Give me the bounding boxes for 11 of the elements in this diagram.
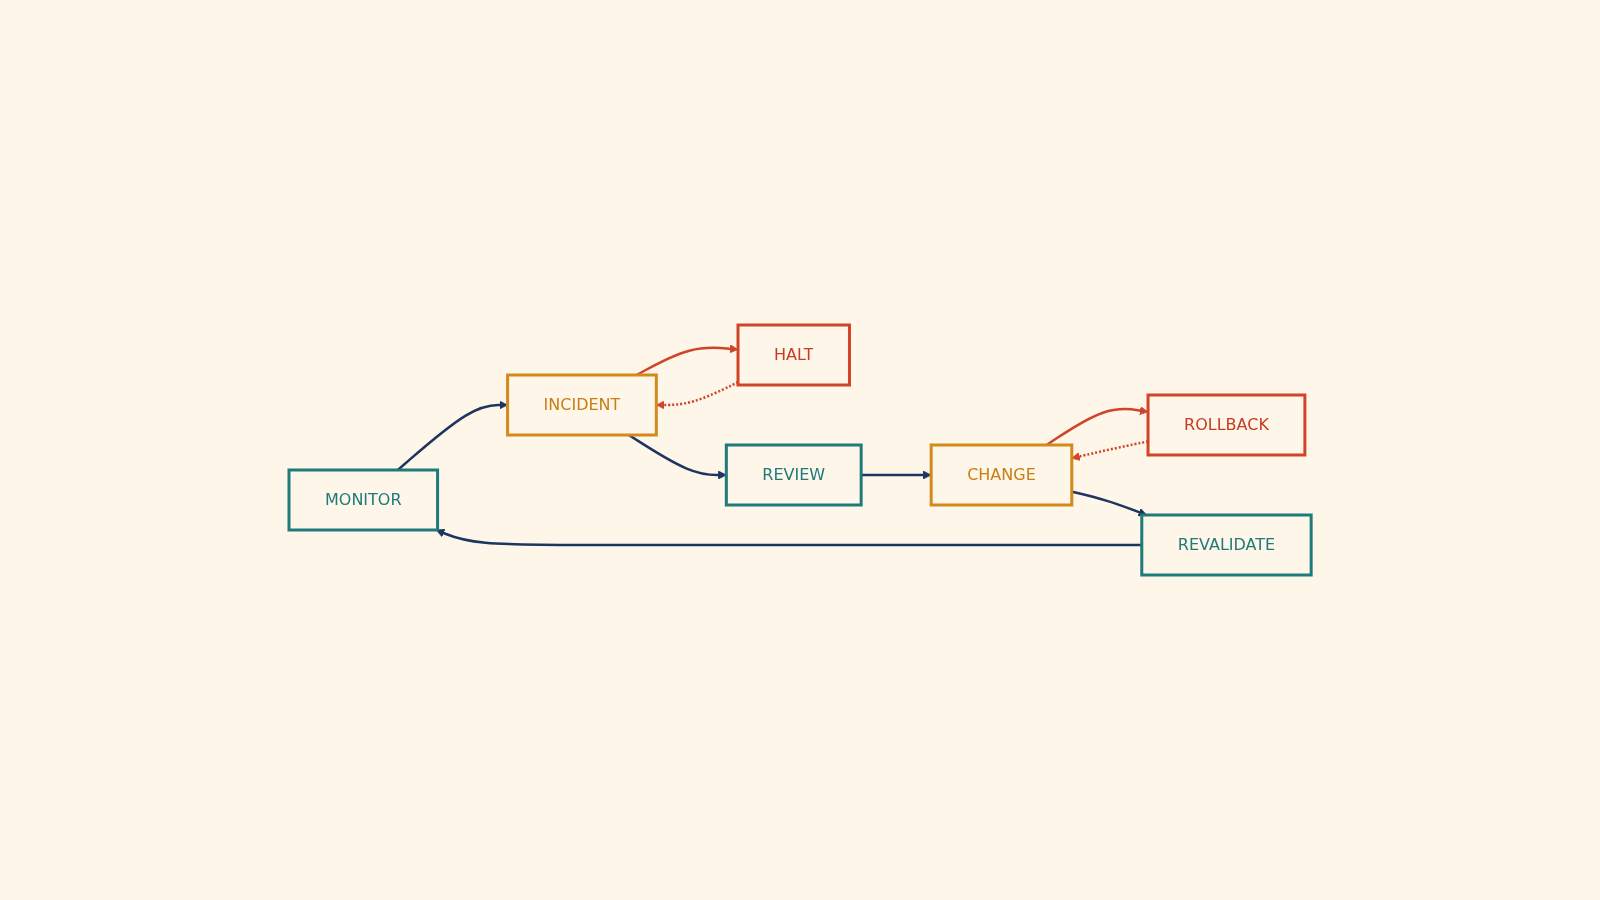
node-box: CHANGE [929, 443, 1074, 507]
arrow [435, 528, 1142, 547]
arrow [396, 400, 508, 471]
arrow [861, 470, 932, 480]
node-box: REVIEW [724, 443, 863, 507]
node-box: HALT [736, 323, 851, 387]
arrow [1071, 490, 1147, 517]
node-box: INCIDENT [506, 373, 658, 437]
node-box: REVALIDATE [1140, 513, 1313, 577]
node-box: ROLLBACK [1146, 393, 1307, 457]
node-box: MONITOR [287, 468, 439, 532]
